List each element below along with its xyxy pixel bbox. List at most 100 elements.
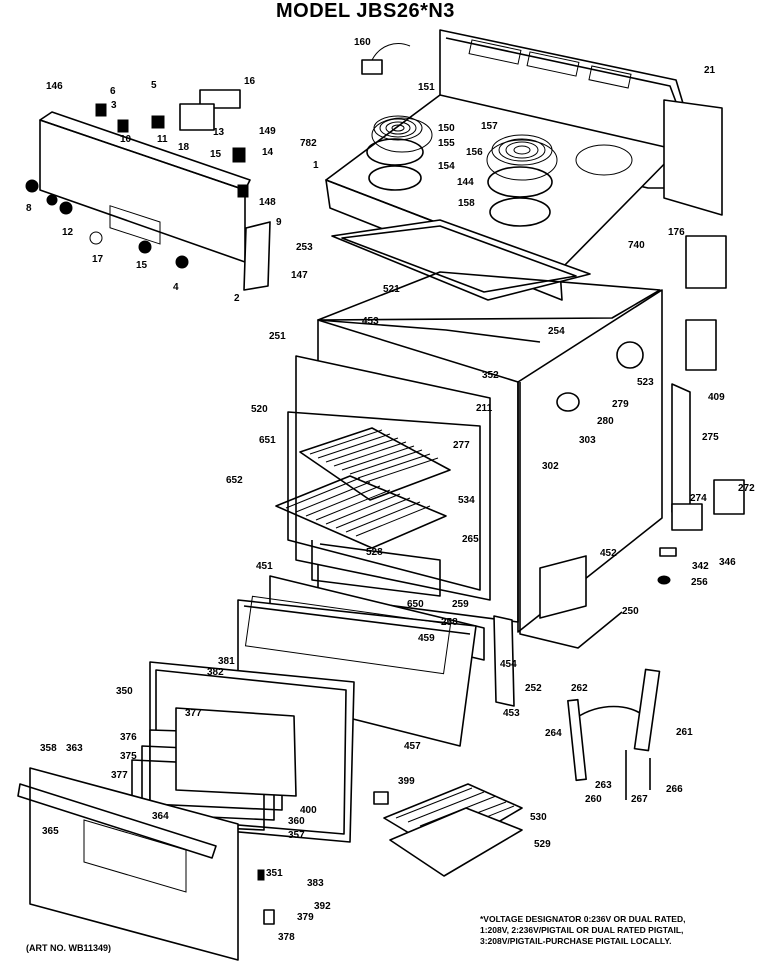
- callout-label: 523: [637, 377, 654, 388]
- callout-label: 150: [438, 123, 455, 134]
- oven-rack-lower: [275, 475, 447, 549]
- callout-label: 377: [185, 708, 202, 719]
- control-panel: [25, 89, 271, 291]
- callout-label: 521: [383, 284, 400, 295]
- callout-label: 451: [256, 561, 273, 572]
- callout-label: 8: [26, 203, 32, 214]
- callout-label: 457: [404, 741, 421, 752]
- callout-label: 2: [234, 293, 240, 304]
- callout-label: 529: [534, 839, 551, 850]
- callout-label: 259: [452, 599, 469, 610]
- callout-label: 400: [300, 805, 317, 816]
- callout-label: 740: [628, 240, 645, 251]
- callout-label: 379: [297, 912, 314, 923]
- callout-label: 1: [313, 160, 319, 171]
- callout-label: 16: [244, 76, 256, 87]
- callout-label: 260: [585, 794, 602, 805]
- callout-label: 534: [458, 495, 475, 506]
- note-line: *VOLTAGE DESIGNATOR 0:236V OR DUAL RATED…: [480, 914, 686, 924]
- callout-label: 6: [110, 86, 116, 97]
- callout-label: 263: [595, 780, 612, 791]
- callout-label: 254: [548, 326, 565, 337]
- callout-label: 520: [251, 404, 268, 415]
- callout-label: 251: [269, 331, 286, 342]
- page-title: MODEL JBS26*N3: [276, 0, 455, 22]
- callout-label: 346: [719, 557, 736, 568]
- art-number: (ART NO. WB11349): [26, 943, 112, 953]
- callout-label: 302: [542, 461, 559, 472]
- range-cabinet: [275, 235, 745, 649]
- callout-label: 650: [407, 599, 424, 610]
- callout-label: 258: [441, 617, 458, 628]
- callout-label: 382: [207, 667, 224, 678]
- callout-label: 21: [704, 65, 716, 76]
- oven-door-assembly: [17, 575, 661, 961]
- callout-label: 147: [291, 270, 308, 281]
- callout-label: 15: [210, 149, 222, 160]
- callout-label: 360: [288, 816, 305, 827]
- callout-label: 275: [702, 432, 719, 443]
- callout-label: 342: [692, 561, 709, 572]
- callout-label: 267: [631, 794, 648, 805]
- callout-label: 15: [136, 260, 148, 271]
- callout-label: 266: [666, 784, 683, 795]
- callout-label: 18: [178, 142, 190, 153]
- callout-label: 352: [482, 370, 499, 381]
- callout-label: 528: [366, 547, 383, 558]
- callout-label: 144: [457, 177, 474, 188]
- note-line: 3:208V/PIGTAIL-PURCHASE PIGTAIL LOCALLY.: [480, 936, 672, 946]
- callout-label: 265: [462, 534, 479, 545]
- callout-label: 274: [690, 493, 707, 504]
- callout-label: 176: [668, 227, 685, 238]
- callout-label: 652: [226, 475, 243, 486]
- callout-label: 157: [481, 121, 498, 132]
- callout-label: 156: [466, 147, 483, 158]
- voltage-note: *VOLTAGE DESIGNATOR 0:236V OR DUAL RATED…: [480, 914, 685, 947]
- callout-label: 377: [111, 770, 128, 781]
- callout-label: 10: [120, 134, 132, 145]
- callout-label: 280: [597, 416, 614, 427]
- callout-label: 363: [66, 743, 83, 754]
- callout-label: 155: [438, 138, 455, 149]
- callout-label: 272: [738, 483, 755, 494]
- callout-label: 17: [92, 254, 104, 265]
- callout-label: 149: [259, 126, 276, 137]
- callout-label: 14: [262, 147, 274, 158]
- callout-label: 4: [173, 282, 179, 293]
- callout-label: 409: [708, 392, 725, 403]
- callout-label: 399: [398, 776, 415, 787]
- callout-label: 253: [296, 242, 313, 253]
- callout-label: 11: [157, 134, 168, 145]
- callout-label: 277: [453, 440, 470, 451]
- callout-label: 530: [530, 812, 547, 823]
- callout-label: 351: [266, 868, 283, 879]
- callout-label: 651: [259, 435, 276, 446]
- callout-label: 453: [503, 708, 520, 719]
- callout-label: 358: [40, 743, 57, 754]
- callout-label: 250: [622, 606, 639, 617]
- callout-label: 454: [500, 659, 517, 670]
- callout-label: 376: [120, 732, 137, 743]
- callout-label: 211: [476, 403, 493, 414]
- callout-label: 146: [46, 81, 63, 92]
- callout-label: 148: [259, 197, 276, 208]
- callout-label: 160: [354, 37, 371, 48]
- note-line: 1:208V, 2:236V/PIGTAIL OR DUAL RATED PIG…: [480, 925, 684, 935]
- callout-label: 279: [612, 399, 629, 410]
- callout-label: 357: [288, 830, 305, 841]
- callout-label: 261: [676, 727, 693, 738]
- callout-label: 392: [314, 901, 331, 912]
- surface-element-right: [491, 134, 553, 166]
- callouts: 146 6 5 16 3 10 11 18 15 13 149 14 782 1…: [26, 37, 755, 943]
- callout-label: 158: [458, 198, 475, 209]
- callout-label: 383: [307, 878, 324, 889]
- callout-label: 151: [418, 82, 435, 93]
- callout-label: 256: [691, 577, 708, 588]
- callout-label: 3: [111, 100, 117, 111]
- callout-label: 154: [438, 161, 455, 172]
- callout-label: 378: [278, 932, 295, 943]
- callout-label: 381: [218, 656, 235, 667]
- callout-label: 452: [600, 548, 617, 559]
- callout-label: 262: [571, 683, 588, 694]
